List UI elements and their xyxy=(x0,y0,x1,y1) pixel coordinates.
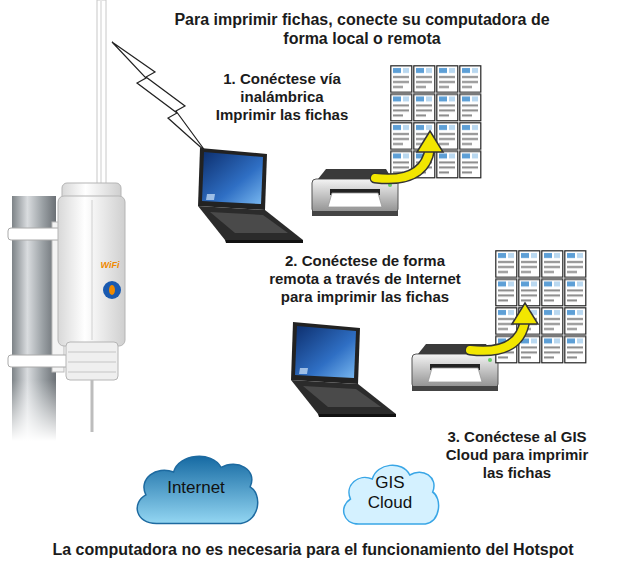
cloud-outline xyxy=(137,456,258,523)
node-label: Internet xyxy=(167,478,225,498)
cloud-node: GIS Cloud xyxy=(338,458,442,528)
cloud-node: Internet xyxy=(130,448,262,528)
caption: La computadora no es necesaria para el f… xyxy=(6,540,620,559)
node-label: GIS Cloud xyxy=(360,473,420,512)
logo-text: WiFi xyxy=(96,261,124,270)
cloud-outline xyxy=(344,465,439,524)
step-label: 1. Conéctese vía inalámbrica Imprimir la… xyxy=(215,70,350,124)
step-label: 3. Conéctese al GIS Cloud para imprimir … xyxy=(442,428,592,482)
title: Para imprimir fichas, conecte su computa… xyxy=(172,10,552,48)
step-label: 2. Conéctese de forma remota a través de… xyxy=(268,252,463,306)
